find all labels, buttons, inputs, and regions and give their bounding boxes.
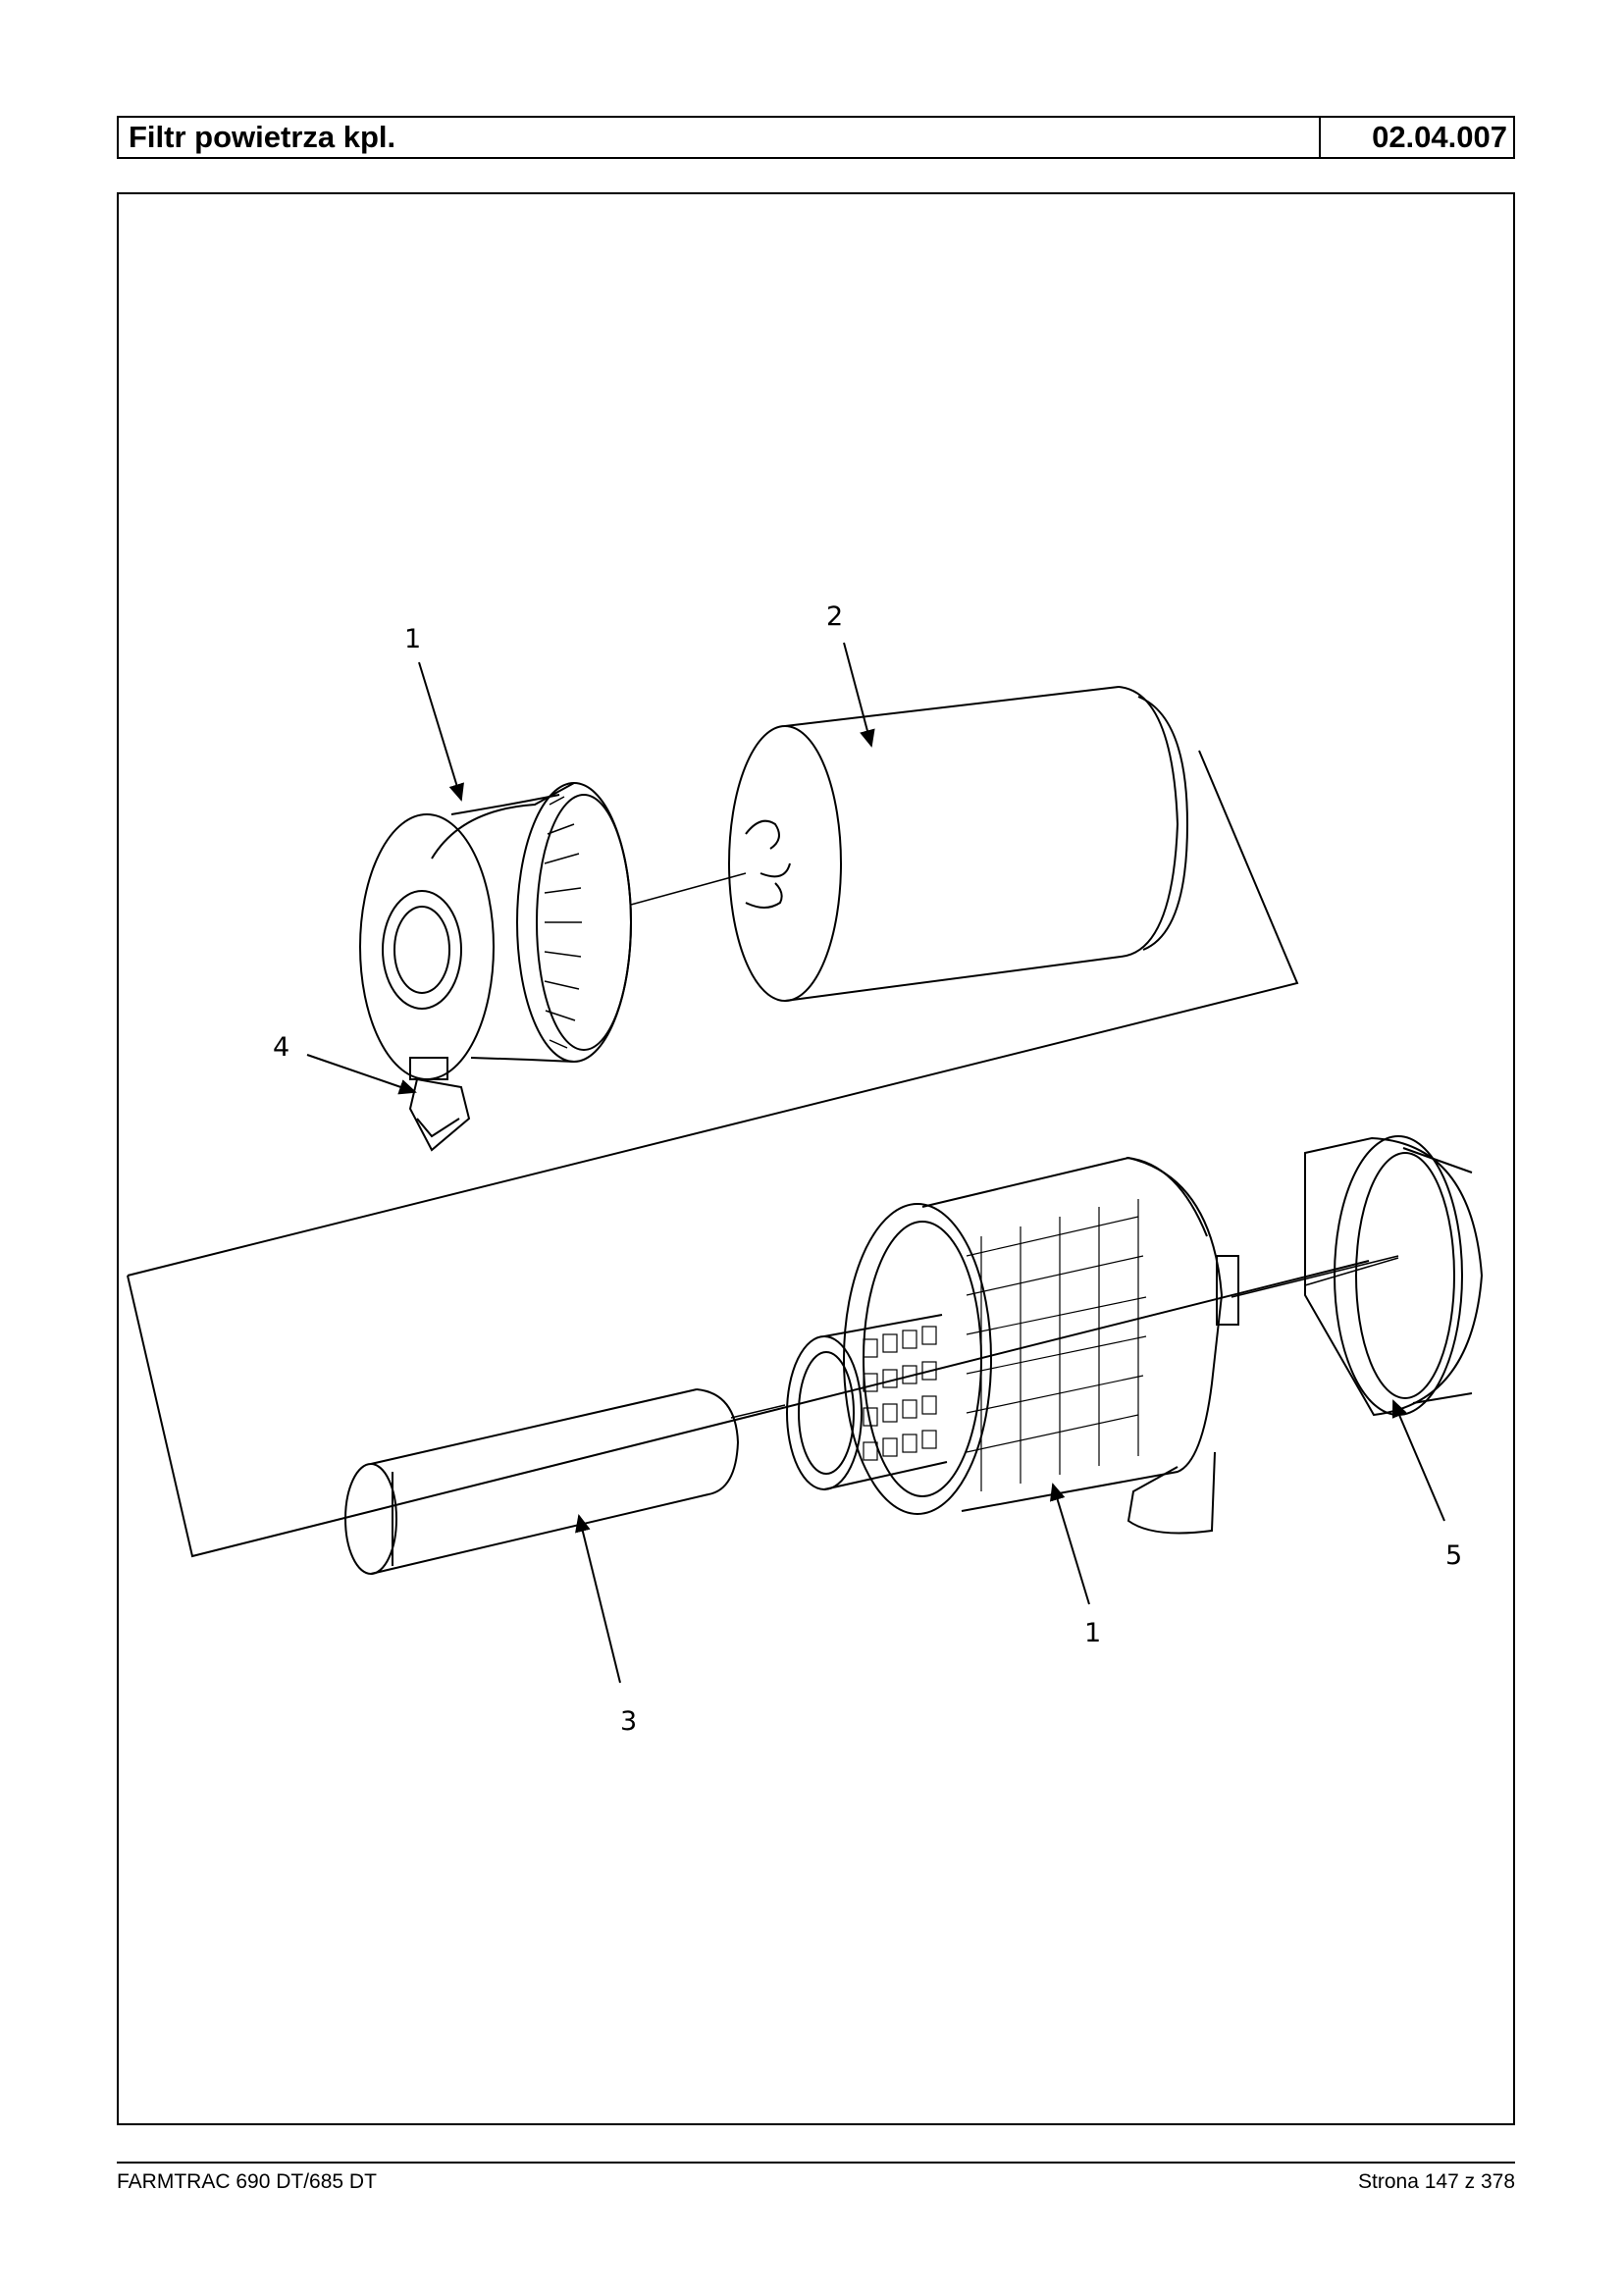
callout-4: 4	[273, 1032, 289, 1063]
drawing-frame	[117, 192, 1515, 2125]
cover-ring-part	[1304, 1135, 1484, 1417]
assembly-outline-lower	[127, 1260, 1370, 1558]
callout-5: 5	[1445, 1540, 1462, 1571]
filter-housing-part	[786, 1156, 1239, 1535]
footer-page-number: Strona 147 z 378	[1358, 2170, 1515, 2193]
callout-1-top: 1	[404, 624, 421, 654]
callout-1-bottom: 1	[1084, 1618, 1101, 1648]
filter-element-part	[728, 686, 1189, 1002]
callout-2: 2	[826, 601, 843, 632]
section-code: 02.04.007	[1372, 120, 1507, 154]
callout-3: 3	[620, 1706, 637, 1737]
assembly-outline-upper	[127, 750, 1299, 1277]
filter-cover-part	[359, 782, 632, 1152]
footer-divider	[117, 2162, 1515, 2164]
safety-element-part	[344, 1388, 740, 1575]
page-title: Filtr powietrza kpl.	[119, 118, 1321, 157]
page-header: Filtr powietrza kpl. 02.04.007	[117, 116, 1515, 159]
footer-model: FARMTRAC 690 DT/685 DT	[117, 2170, 377, 2193]
